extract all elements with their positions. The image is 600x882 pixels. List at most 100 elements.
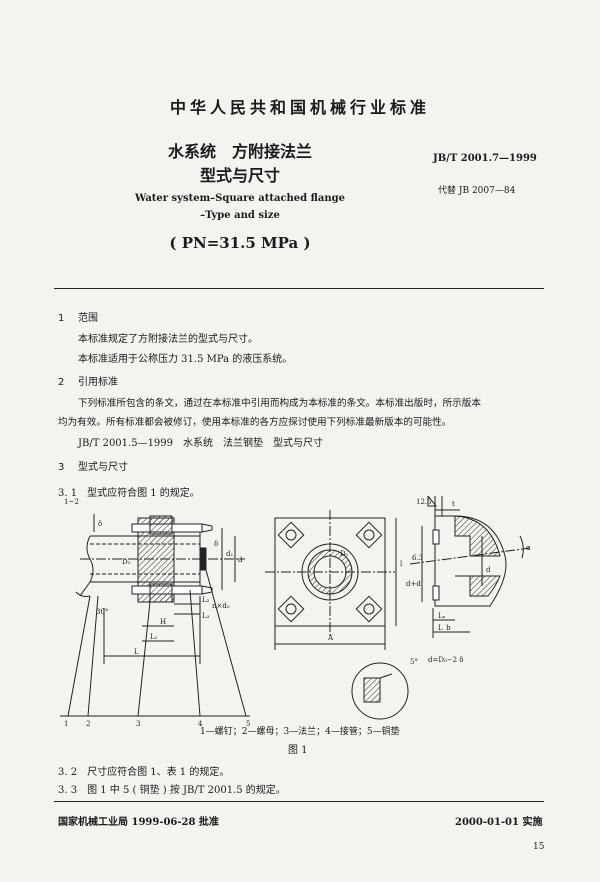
replaces-standard: 代替 JB 2007—84 — [438, 186, 516, 196]
half-section-lower-hatch — [455, 575, 501, 597]
clause-3-2: 3. 2 尺寸应符合图 1、表 1 的规定。 — [58, 767, 230, 778]
bolt-hole-br-circle — [363, 603, 375, 615]
section-3-heading: 3 型式与尺寸 — [58, 458, 128, 473]
lower-nut — [149, 583, 173, 603]
part-number-5: 5 — [246, 720, 250, 728]
flange-technical-drawing: 1~2 δ D₀ 30° H L₁ L L₂ L₃ n×d₅ δ d₁ d A … — [60, 496, 531, 728]
label-1-2: 1~2 — [64, 498, 79, 506]
label-d1: d₁ — [226, 550, 233, 558]
section-1-heading: 1 范围 — [58, 309, 98, 324]
pipe-break-line — [86, 535, 94, 583]
section-2-title: 引用标准 — [78, 377, 118, 388]
leader-2 — [87, 595, 99, 717]
angle-alpha-arc — [519, 535, 524, 559]
side-section-view — [60, 514, 250, 717]
leader-3 — [137, 601, 151, 717]
title-zh-line2: 型式与尺寸 — [199, 166, 280, 185]
half-section-upper-hatch — [454, 515, 501, 557]
section-2-number: 2 — [58, 377, 65, 388]
front-view — [265, 510, 397, 650]
leader-5 — [205, 569, 247, 717]
label-5deg: 5° — [410, 658, 418, 666]
label-d: d — [238, 556, 243, 564]
label-formula: d=D₀−2 δ — [428, 656, 464, 664]
label-L2: L₂ — [202, 596, 210, 604]
section-3-number: 3 — [58, 462, 65, 473]
bolt-slot-upper — [432, 529, 440, 545]
title-en-line1: Water system–Square attached flange — [134, 193, 346, 204]
clause-3-3: 3. 3 图 1 中 5 ( 铜垫 ) 按 JB/T 2001.5 的规定。 — [58, 785, 286, 796]
section-3-title: 型式与尺寸 — [78, 462, 128, 473]
title-en-line2: –Type and size — [200, 210, 280, 221]
label-A: A — [327, 634, 334, 642]
section-1-line-1: 本标准规定了方附接法兰的型式与尺寸。 — [78, 334, 258, 345]
detail-circle — [351, 662, 409, 720]
label-6-3: 6.3 — [412, 554, 423, 562]
detail-view — [351, 662, 409, 720]
issuing-organization: 中华人民共和国机械行业标准 — [169, 98, 430, 117]
surface-mark-12-5 — [427, 496, 438, 507]
bolt-hole-tl-circle — [285, 529, 297, 541]
section-1-title: 范围 — [78, 313, 98, 324]
label-delta: δ — [98, 520, 102, 528]
label-Lb: L_b — [438, 624, 451, 632]
bolt-hole-tl — [277, 521, 305, 549]
chamfer-arc — [75, 591, 91, 597]
standard-number: JB/T 2001.7—1999 — [433, 153, 537, 164]
bolt-hole-br — [355, 595, 383, 623]
label-t: t — [452, 500, 455, 508]
label-30deg: 30° — [96, 608, 108, 616]
bolt-holes — [277, 521, 383, 623]
figure-caption: 图 1 — [288, 745, 308, 756]
label-alpha: α — [526, 544, 531, 552]
label-d-inner: d — [486, 566, 491, 574]
label-D1: D₁ — [340, 550, 349, 558]
pressure-rating: ( PN=31.5 MPa ) — [169, 234, 311, 252]
half-center-line — [409, 547, 531, 565]
bolt-slot-lower — [432, 585, 440, 601]
detail-taper — [379, 673, 393, 679]
title-zh-line1: 水系统 方附接法兰 — [167, 142, 312, 161]
section-2-line-1: 下列标准所包含的条文，通过在本标准中引用而构成为本标准的条文。本标准出版时，所示… — [78, 398, 481, 409]
leader-1 — [67, 595, 91, 717]
footer-rule — [54, 801, 544, 802]
part-number-4: 4 — [198, 720, 203, 728]
label-L1: L₁ — [150, 633, 158, 641]
copper-washer — [199, 547, 207, 571]
half-section-view — [409, 496, 531, 638]
part-number-3: 3 — [136, 720, 140, 728]
section-2-line-2: 均为有效。所有标准都会被修订，使用本标准的各方应探讨使用下列标准最新版本的可能性… — [58, 417, 452, 428]
approval-info: 国家机械工业局 1999-06-28 批准 — [58, 817, 219, 828]
bolt-hole-bl — [277, 595, 305, 623]
header-rule — [54, 288, 544, 289]
section-2-reference: JB/T 2001.5—1999 水系统 法兰钢垫 型式与尺寸 — [78, 438, 324, 449]
page-number: 15 — [533, 842, 545, 852]
leader-4 — [189, 589, 201, 717]
bolt-hole-tr — [355, 521, 383, 549]
bolt-hole-tr-circle — [363, 529, 375, 541]
label-La: Lₐ — [438, 612, 446, 620]
label-d-plus-d: d+d — [406, 580, 421, 588]
label-l: l — [400, 560, 403, 568]
detail-section — [363, 677, 381, 703]
label-L: L — [134, 648, 139, 656]
upper-nut — [149, 515, 173, 535]
section-2-heading: 2 引用标准 — [58, 373, 118, 388]
label-delta-right: δ — [214, 540, 218, 548]
part-number-2: 2 — [86, 720, 90, 728]
part-number-1: 1 — [64, 720, 68, 728]
label-12-5: 12.5 — [416, 498, 432, 506]
upper-bolt-head — [201, 523, 213, 533]
label-D0-left: D₀ — [122, 558, 131, 566]
figure-legend: 1—螺钉；2—螺母；3—法兰；4—接管；5—铜垫 — [200, 727, 400, 737]
section-1-number: 1 — [58, 313, 65, 324]
section-1-line-2: 本标准适用于公称压力 31.5 MPa 的液压系统。 — [78, 354, 293, 365]
label-H: H — [160, 618, 166, 626]
label-n-d5: n×d₅ — [212, 602, 230, 610]
clause-3-1: 3. 1 型式应符合图 1 的规定。 — [58, 488, 200, 499]
effective-date: 2000-01-01 实施 — [455, 817, 543, 828]
chamfer-line — [79, 581, 91, 597]
label-L3: L₃ — [202, 612, 210, 620]
bolt-hole-bl-circle — [285, 603, 297, 615]
half-section-outline — [434, 515, 507, 607]
